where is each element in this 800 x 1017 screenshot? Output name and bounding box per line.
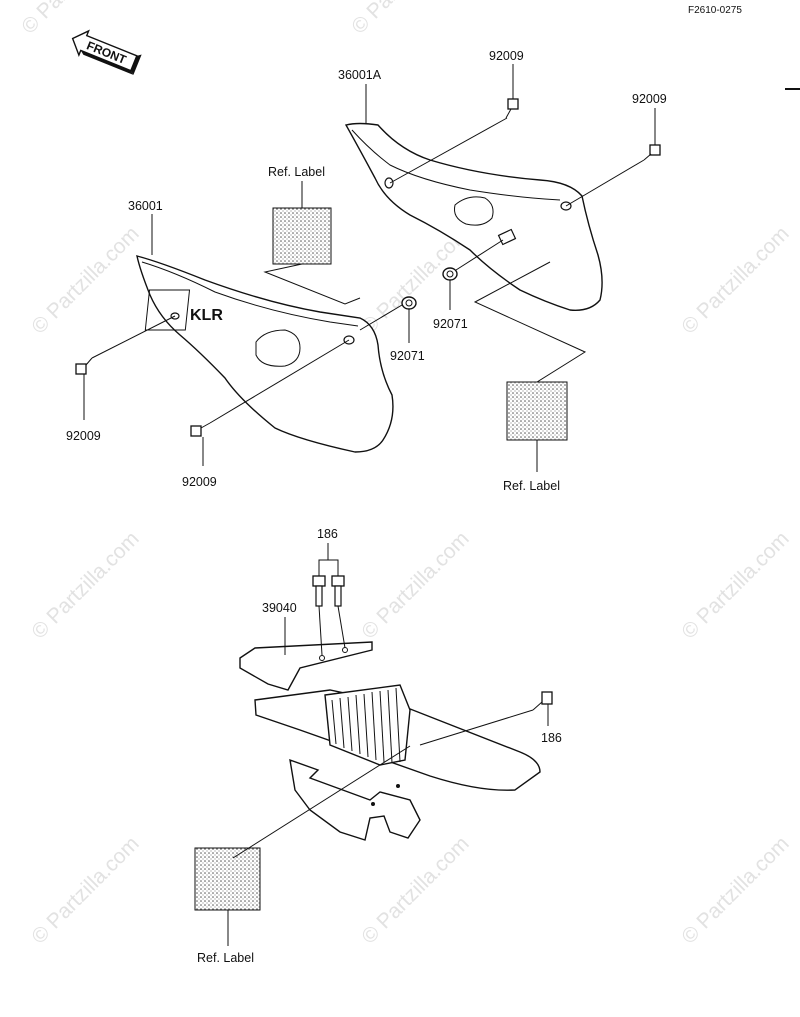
watermark: © Partzilla.com [27, 832, 143, 948]
watermark: © Partzilla.com [27, 527, 143, 643]
side-cover-right [344, 122, 603, 311]
watermark: © Partzilla.com [347, 0, 463, 39]
grommet-92071-left [401, 296, 417, 310]
part-label-92071: 92071 [433, 317, 468, 331]
part-label-186: 186 [317, 527, 338, 541]
watermark: © Partzilla.com [677, 832, 793, 948]
part-label-92009: 92009 [182, 475, 217, 489]
cover-peg [497, 228, 517, 246]
grommet-92071-right [442, 267, 458, 281]
chain-guard-39040 [239, 641, 541, 841]
watermark: © Partzilla.com [27, 222, 143, 338]
part-label-186: 186 [541, 731, 562, 745]
watermark: © Partzilla.com [17, 0, 133, 39]
ref-label-text: Ref. Label [503, 479, 560, 493]
side-cover-left: KLR [136, 255, 394, 453]
ref-label-text: Ref. Label [197, 951, 254, 965]
ref-label-patch-lower [194, 847, 261, 911]
bolt-92009-right [643, 144, 661, 161]
watermark: © Partzilla.com [357, 832, 473, 948]
bolt-92009-left [75, 357, 93, 375]
watermark: © Partzilla.com [357, 527, 473, 643]
part-label-92009: 92009 [489, 49, 524, 63]
part-label-92009: 92009 [632, 92, 667, 106]
ref-label-patch-upper-right [506, 381, 568, 441]
guard-ribs [324, 684, 411, 766]
cover-logo: KLR [190, 307, 223, 324]
part-label-36001a: 36001A [338, 68, 382, 82]
bolt-92009-top [505, 98, 519, 119]
ref-label-text: Ref. Label [268, 165, 325, 179]
bolt-186-side [532, 691, 553, 711]
part-label-36001: 36001 [128, 199, 163, 213]
bolt-92009-bottom [190, 422, 211, 437]
part-label-92071: 92071 [390, 349, 425, 363]
bolt-186-left [312, 575, 326, 607]
part-label-92009: 92009 [66, 429, 101, 443]
front-arrow-icon: FRONT [71, 29, 142, 75]
watermark: © Partzilla.com [677, 527, 793, 643]
part-label-39040: 39040 [262, 601, 297, 615]
diagram-code: F2610-0275 [688, 5, 742, 16]
ref-label-patch-upper-left [272, 207, 332, 265]
bolt-186-right [331, 575, 345, 607]
watermark: © Partzilla.com [677, 222, 793, 338]
